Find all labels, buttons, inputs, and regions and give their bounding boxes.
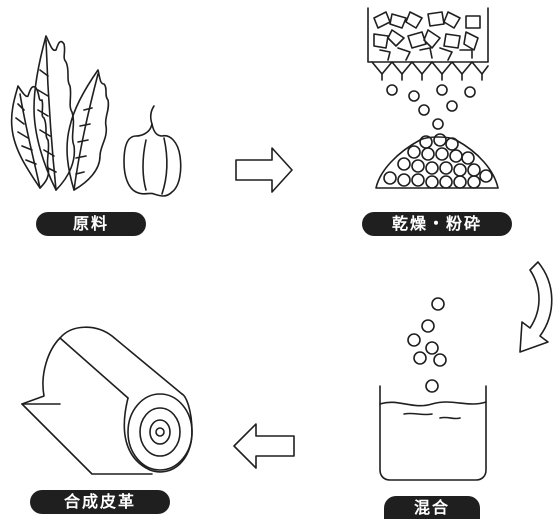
- step-label-mix: 混合: [384, 496, 480, 519]
- powder-heap: [375, 133, 499, 189]
- bell-pepper-illustration: [123, 105, 182, 197]
- dryer-grinder-illustration: [367, 7, 499, 189]
- left-arrow-icon: [233, 423, 295, 469]
- step-label-raw-material: 原料: [36, 212, 146, 236]
- step-label-synthetic-leather: 合成皮革: [30, 490, 170, 514]
- leather-roll-illustration: [21, 326, 193, 475]
- right-arrow-icon: [235, 147, 293, 193]
- kale-leaves-illustration: [10, 35, 110, 191]
- mixing-beaker-illustration: [379, 297, 487, 481]
- step-label-dry-grind: 乾燥・粉砕: [362, 212, 512, 236]
- curved-arrow-icon: [519, 261, 553, 353]
